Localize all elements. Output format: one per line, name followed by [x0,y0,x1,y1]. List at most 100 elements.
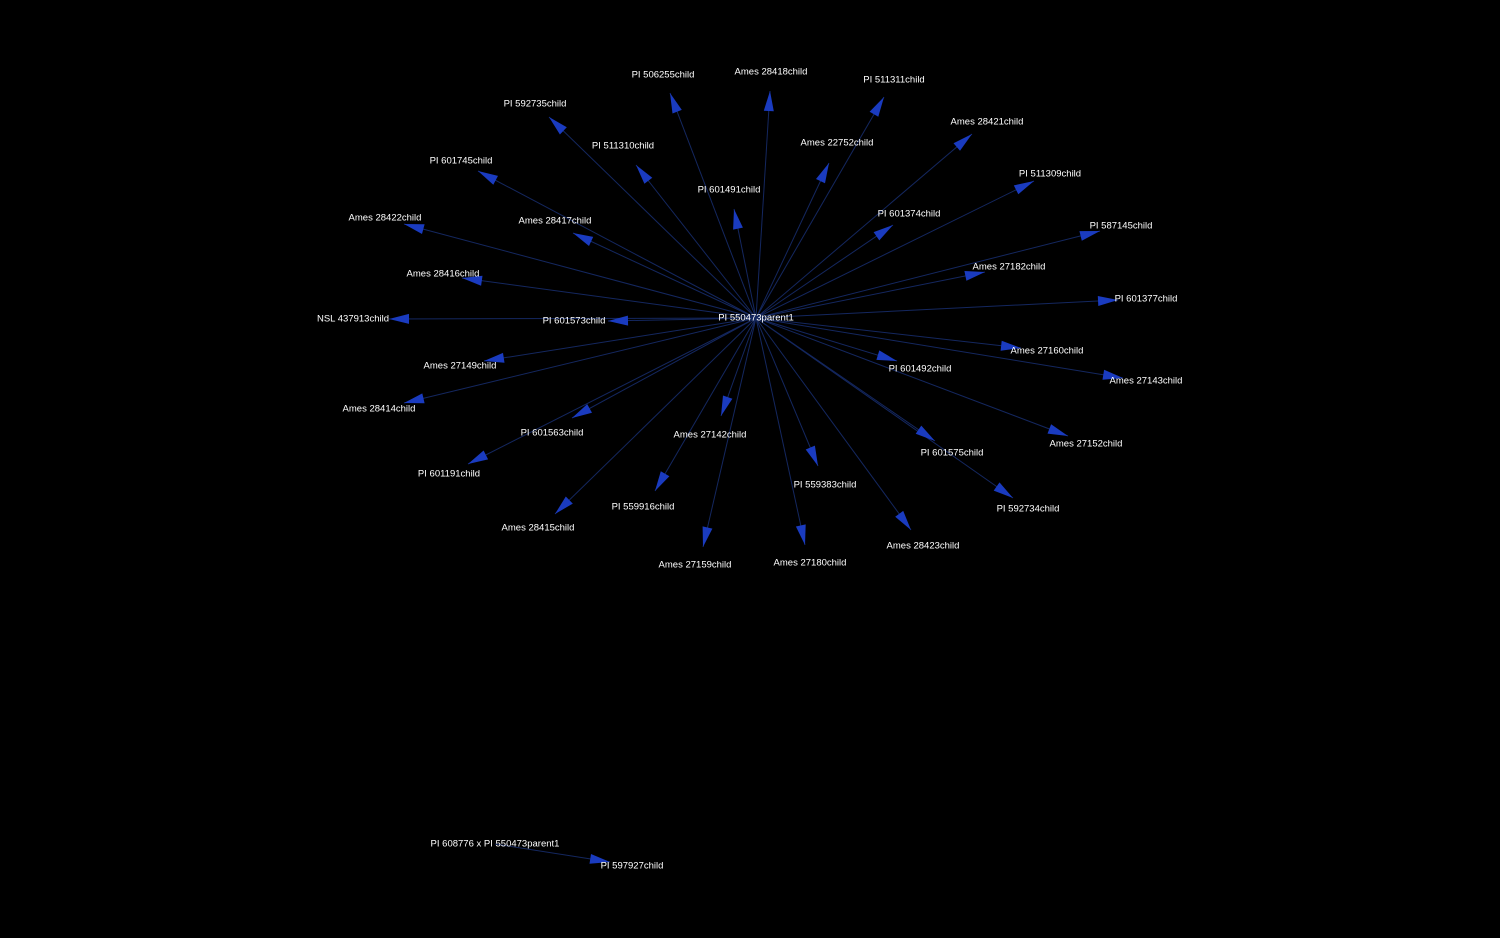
edge-root-c22 [755,317,898,362]
arrowhead-c20 [1000,340,1021,351]
edge-root-c20 [755,317,1022,349]
edge-root-c33 [554,317,757,515]
edge-root-c07 [755,162,830,319]
edge-root-c17 [755,299,1119,319]
node-label-c29[interactable]: PI 601191child [418,469,480,480]
arrowhead-c01 [670,93,682,114]
arrowhead-c17 [1097,296,1118,306]
arrowhead-c36 [795,524,806,545]
node-label-c09[interactable]: PI 601491child [698,185,761,196]
arrowhead-c27 [1047,424,1068,436]
edge-root-c29 [467,317,757,465]
arrowhead-c12 [573,233,594,246]
arrowhead-c33 [555,496,573,514]
arrowhead-c18 [389,313,409,324]
node-label-c23[interactable]: Ames 27143child [1110,376,1183,387]
arrowhead-c03 [869,97,884,117]
edge-root-c02 [755,90,771,319]
node-label-c30[interactable]: PI 559383child [794,480,857,491]
node-label-c01[interactable]: PI 506255child [632,70,695,81]
node-label-c05[interactable]: Ames 28421child [951,117,1024,128]
arrowhead-c24 [404,393,425,404]
node-label-c14[interactable]: PI 587145child [1090,221,1153,232]
arrowhead-c07 [816,163,829,184]
edge-root-c16 [755,271,986,319]
node-label-c34[interactable]: Ames 28423child [887,541,960,552]
arrowhead-c05 [953,134,972,151]
node-label-c25[interactable]: PI 601563child [521,428,584,439]
node-label-c31[interactable]: PI 559916child [612,502,675,513]
edge-root-c23 [755,317,1124,379]
arrowhead-c26 [721,395,733,416]
node-label-c17[interactable]: PI 601377child [1115,294,1178,305]
arrowhead-c34 [895,510,911,530]
node-label-c36[interactable]: Ames 27180child [774,558,847,569]
node-label-c20[interactable]: Ames 27160child [1011,346,1084,357]
arrowhead-c14 [1079,231,1100,241]
node-label-c35[interactable]: Ames 27159child [659,560,732,571]
edge-root-c25 [571,317,757,419]
edge-root-c36 [755,317,806,546]
arrowhead-c23 [1102,369,1123,380]
edge-root-c35 [702,317,757,548]
node-label-c21[interactable]: Ames 27149child [424,361,497,372]
node-label-c26[interactable]: Ames 27142child [674,430,747,441]
node-label-c22[interactable]: PI 601492child [889,364,952,375]
node-label-c02[interactable]: Ames 28418child [735,67,808,78]
edge-root-c11 [403,223,757,319]
arrowhead-c09 [733,209,743,230]
node-label-c28[interactable]: PI 601575child [921,448,984,459]
edge-root-c12 [572,232,757,319]
node-label-c19[interactable]: PI 601573child [543,316,606,327]
edge-root-c05 [755,133,973,319]
edge-root-c04 [548,116,757,319]
edge-root-c32 [755,317,1014,499]
node-label-c18[interactable]: NSL 437913child [317,314,389,325]
node-label-c33[interactable]: Ames 28415child [502,523,575,534]
node-label-c11[interactable]: Ames 28422child [349,213,422,224]
arrowhead-c16 [964,271,985,281]
node-label-k2[interactable]: PI 597927child [601,861,664,872]
edge-root-c06 [635,164,757,319]
arrowhead-c15 [462,275,483,286]
arrowhead-c06 [636,165,653,184]
edges-layer [388,90,1124,863]
node-label-c12[interactable]: Ames 28417child [519,216,592,227]
arrowhead-c29 [468,450,489,464]
node-label-c06[interactable]: PI 511310child [592,141,654,152]
arrowhead-c13 [873,225,893,241]
node-label-c27[interactable]: Ames 27152child [1050,439,1123,450]
arrowhead-c10 [1013,181,1034,195]
edge-root-c34 [755,317,912,531]
arrowhead-c08 [478,171,498,185]
node-label-root[interactable]: PI 550473parent1 [718,313,794,324]
arrowhead-c25 [572,404,592,418]
edge-root-c10 [755,180,1035,319]
node-label-c03[interactable]: PI 511311child [863,75,924,86]
arrowheads-layer [389,91,1123,864]
edge-root-c01 [669,92,757,319]
node-label-c10[interactable]: PI 511309child [1019,169,1081,180]
arrowhead-c30 [805,445,818,466]
node-label-c13[interactable]: PI 601374child [878,209,941,220]
node-label-c04[interactable]: PI 592735child [504,99,567,110]
arrowhead-c22 [876,350,897,361]
node-label-c15[interactable]: Ames 28416child [407,269,480,280]
arrowhead-c28 [915,425,935,441]
node-label-p2[interactable]: PI 608776 x PI 550473parent1 [431,839,560,850]
edge-root-c15 [461,277,757,319]
node-label-c08[interactable]: PI 601745child [430,156,493,167]
edge-root-c21 [483,317,757,362]
edge-root-c19 [607,317,757,322]
arrowhead-k2 [589,854,610,864]
node-label-c32[interactable]: PI 592734child [997,504,1060,515]
edge-root-c31 [654,317,757,492]
node-label-c24[interactable]: Ames 28414child [343,404,416,415]
edge-root-c13 [755,224,894,319]
edge-root-c08 [477,170,757,319]
arrowhead-c21 [484,352,505,363]
node-label-c07[interactable]: Ames 22752child [801,138,874,149]
arrowhead-c02 [763,91,774,112]
node-label-c16[interactable]: Ames 27182child [973,262,1046,273]
